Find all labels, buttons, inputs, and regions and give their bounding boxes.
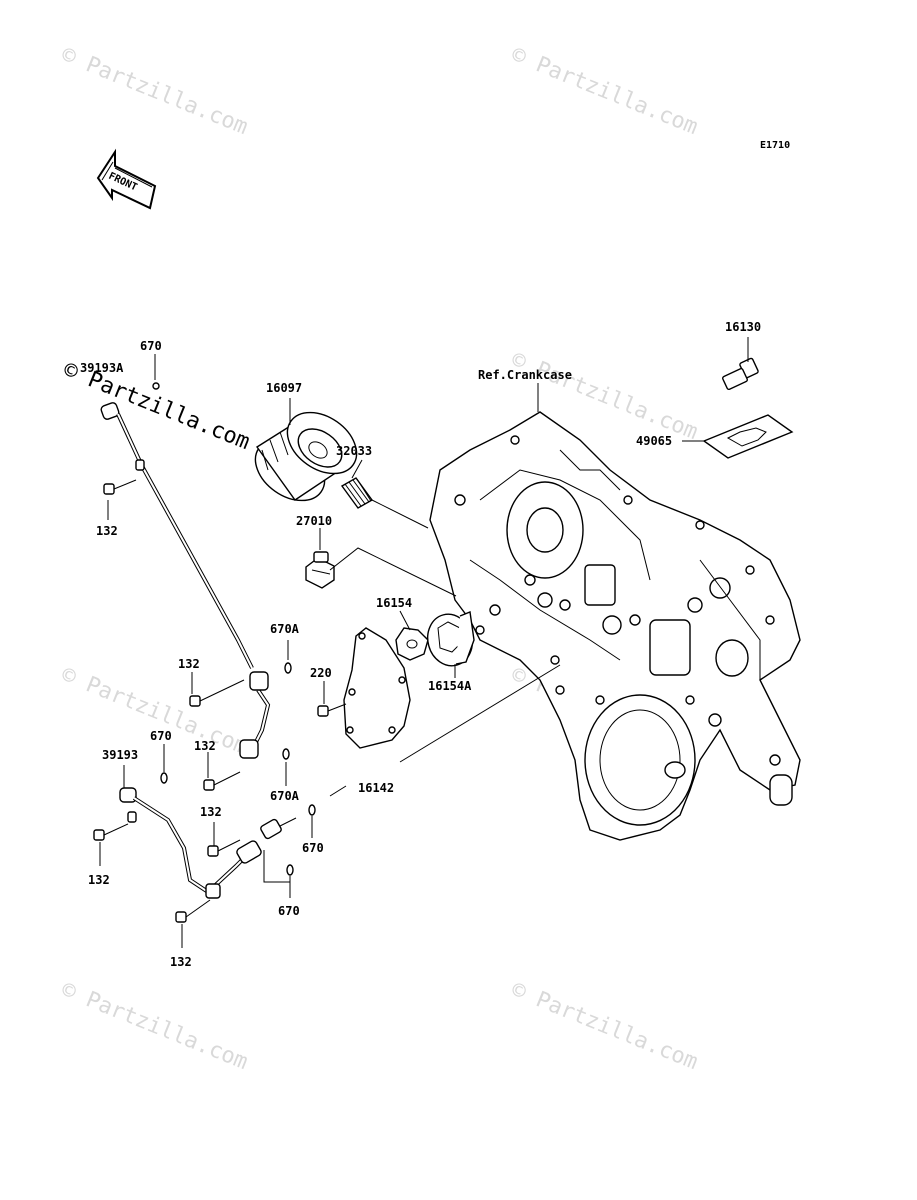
callout-16154A: 16154A xyxy=(428,679,472,693)
callout-132-e: 132 xyxy=(200,805,222,819)
callout-132-f: 132 xyxy=(170,955,192,969)
bolt-drawing xyxy=(203,771,241,791)
callout-670-top: 670 xyxy=(140,339,162,353)
upper-oil-pipe-drawing xyxy=(100,382,292,760)
watermark: © Partzilla.com xyxy=(58,662,252,760)
callout-132-d: 132 xyxy=(88,873,110,887)
lower-oil-pipe-drawing xyxy=(119,772,316,899)
oil-screen-drawing xyxy=(702,414,794,459)
pressure-switch-drawing xyxy=(305,551,335,589)
plug-drawing xyxy=(722,357,759,391)
callout-670A-a: 670A xyxy=(270,622,300,636)
bolt-drawing xyxy=(189,679,245,707)
bolt-drawing xyxy=(93,823,129,841)
leader-line xyxy=(399,610,411,631)
bolt-drawing xyxy=(207,839,241,857)
callout-16130: 16130 xyxy=(725,320,761,334)
callout-670A-b: 670A xyxy=(270,789,300,803)
leader-line xyxy=(371,499,429,529)
callout-49065: 49065 xyxy=(636,434,672,448)
callout-32033: 32033 xyxy=(336,444,372,458)
leader-line xyxy=(329,785,347,797)
callout-670-b: 670 xyxy=(150,729,172,743)
callout-16142: 16142 xyxy=(358,781,394,795)
callout-132-b: 132 xyxy=(178,657,200,671)
leader-line xyxy=(399,664,561,763)
inner-rotor-drawing xyxy=(395,627,429,661)
bolt-drawing xyxy=(103,479,137,495)
leader-line xyxy=(329,547,457,597)
leader-line xyxy=(351,459,363,479)
callout-16154: 16154 xyxy=(376,596,412,610)
diagram-code: E1710 xyxy=(760,140,790,151)
watermark: © Partzilla.com xyxy=(508,977,702,1075)
outer-rotor-drawing xyxy=(427,611,475,667)
callout-39193: 39193 xyxy=(102,748,138,762)
callout-670-c: 670 xyxy=(302,841,324,855)
watermark: © Partzilla.com xyxy=(508,42,702,140)
ref-crankcase-label: Ref.Crankcase xyxy=(478,368,572,382)
callout-670-d: 670 xyxy=(278,904,300,918)
oil-filter-drawing xyxy=(254,411,358,502)
callout-132-c: 132 xyxy=(194,739,216,753)
callout-132-a: 132 xyxy=(96,524,118,538)
bolt-220-drawing xyxy=(317,703,347,717)
spring-drawing xyxy=(340,477,374,509)
callout-27010: 27010 xyxy=(296,514,332,528)
crankcase-drawing xyxy=(429,411,801,841)
callout-39193A: 39193A xyxy=(80,361,124,375)
bolt-drawing xyxy=(175,899,211,923)
watermark: © Partzilla.com xyxy=(58,42,252,140)
watermark: © Partzilla.com xyxy=(58,977,252,1075)
front-arrow-icon: FRONT xyxy=(96,148,157,210)
callout-16097: 16097 xyxy=(266,381,302,395)
callout-220: 220 xyxy=(310,666,332,680)
leader-line xyxy=(263,850,290,883)
pump-cover-drawing xyxy=(343,627,411,749)
